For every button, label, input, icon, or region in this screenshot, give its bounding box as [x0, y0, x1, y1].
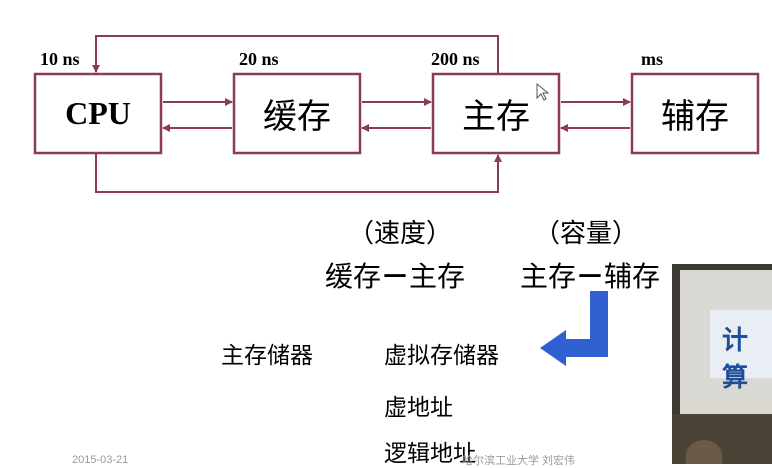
video-sign [710, 310, 772, 378]
main-speed-label: 200 ns [431, 49, 480, 69]
capacity-caption: （容量） [534, 219, 639, 249]
video-head [686, 440, 722, 464]
aux-memory-box-label: 辅存 [661, 97, 729, 137]
pair2-left: 主存 [520, 260, 577, 293]
main-memory-box-label: 主存 [462, 97, 530, 137]
aux-speed-label: ms [641, 49, 663, 69]
pair2-right: 辅存 [604, 260, 661, 293]
blue-bend-arrow [540, 291, 608, 366]
cpu-speed-label: 10 ns [40, 49, 80, 69]
logical-address-label: 逻辑地址 [384, 441, 476, 467]
cache-box-label: 缓存 [263, 97, 331, 137]
cache-main-pair: 缓存－主存 [325, 255, 465, 295]
mouse-cursor-icon [536, 82, 550, 101]
presenter-video: 计算 [672, 264, 772, 464]
footer-date: 2015-03-21 [72, 454, 129, 466]
virtual-address-label: 虚地址 [384, 395, 453, 421]
footer-credit: 哈尔滨工业大学 刘宏伟 [462, 455, 576, 467]
cpu-box [33, 72, 163, 155]
pair1-right: 主存 [409, 260, 466, 293]
speed-caption: （速度） [348, 219, 453, 249]
pair2-dash: － [576, 260, 605, 293]
main-aux-pair: 主存－辅存 [520, 255, 660, 295]
cache-box [232, 72, 362, 155]
cpu-box-label: CPU [65, 95, 131, 131]
arrow-main-to-cpu-top [92, 35, 499, 74]
video-sign-text: 计算 [722, 326, 749, 393]
main-storage-label: 主存储器 [221, 343, 313, 369]
arrow-cpu-to-main-bottom [95, 153, 502, 193]
pair1-left: 缓存 [325, 260, 382, 293]
aux-memory-box [630, 72, 760, 155]
cache-speed-label: 20 ns [239, 49, 279, 69]
pair1-dash: － [381, 260, 410, 293]
virtual-storage-label: 虚拟存储器 [384, 343, 499, 369]
